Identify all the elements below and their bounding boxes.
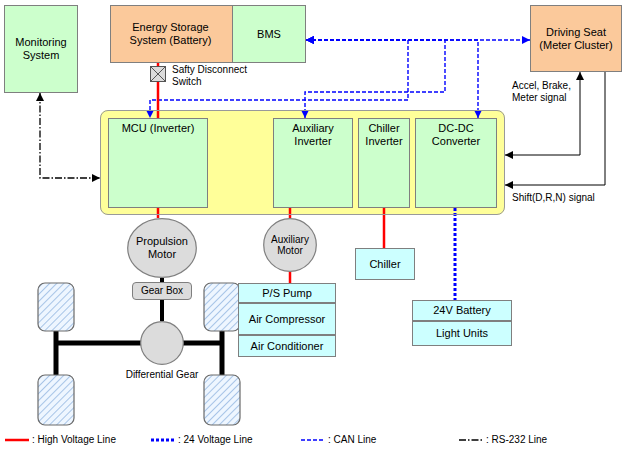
- node-label: Air Compressor: [249, 313, 325, 326]
- can-line: [306, 40, 478, 118]
- power-unit-frame: MCU (Inverter) Auxiliary Inverter Chiller …: [100, 110, 505, 215]
- signal-label: Accel, Brake, Meter signal: [512, 80, 572, 103]
- high-voltage-line: [157, 63, 160, 66]
- rs232-line: [40, 93, 100, 178]
- legend-line: [4, 435, 30, 445]
- node-label: DC-DC Converter: [419, 122, 493, 147]
- legend-text: : High Voltage Line: [32, 434, 116, 446]
- node-label: MCU (Inverter): [122, 122, 195, 135]
- light-box: Light Units: [412, 321, 512, 346]
- converter-box: DC-DC Converter: [415, 118, 497, 208]
- legend-item: : 24 Voltage Line: [150, 434, 253, 446]
- low-voltage-line: [454, 208, 457, 300]
- node-label: BMS: [257, 28, 281, 41]
- node-label: Differential Gear: [122, 369, 202, 381]
- gear-circle: Differential Gear: [140, 321, 184, 365]
- high-voltage-line: [383, 208, 386, 248]
- driver-box: Driving Seat (Meter Cluster): [530, 5, 622, 72]
- signal-line: [505, 72, 605, 185]
- battery-box: Energy Storage System (Battery) BMS: [110, 5, 306, 63]
- node-label: 24V Battery: [433, 304, 490, 317]
- node-label: Air Conditioner: [251, 340, 324, 353]
- high-voltage-line: [289, 272, 292, 283]
- monitor-box: Monitoring System: [4, 5, 78, 93]
- node-label: P/S Pump: [262, 287, 312, 300]
- chiller-box: Chiller: [355, 248, 415, 280]
- legend-item: : CAN Line: [300, 434, 376, 446]
- inverter-box: Chiller Inverter: [358, 118, 410, 208]
- legend-text: : CAN Line: [328, 434, 376, 446]
- node-label: Energy Storage System (Battery): [114, 21, 227, 46]
- legend-line: [150, 435, 176, 445]
- legend-item: : RS-232 Line: [458, 434, 547, 446]
- node-label: Chiller: [369, 258, 400, 271]
- switch-symbol: Safty Disconnect Switch: [150, 66, 166, 82]
- node-label: Propulsion Motor: [127, 235, 197, 260]
- load-box: Air Compressor: [238, 303, 336, 335]
- motor-ellipse: Propulsion Motor: [127, 218, 197, 278]
- high-voltage-line: [157, 82, 160, 118]
- battery-24v-box: 24V Battery: [412, 300, 512, 321]
- node-label: Driving Seat (Meter Cluster): [534, 26, 618, 51]
- node-label: Monitoring System: [8, 36, 74, 61]
- frame-fill: [100, 110, 505, 215]
- shaft-line: [160, 300, 164, 321]
- shape-outline: [141, 322, 184, 365]
- legend-text: : RS-232 Line: [486, 434, 547, 446]
- inverter-box: Auxiliary Inverter: [273, 118, 353, 208]
- high-voltage-line: [289, 208, 292, 218]
- legend-item: : High Voltage Line: [4, 434, 116, 446]
- node-label: Chiller Inverter: [362, 122, 406, 147]
- axle: [56, 331, 222, 375]
- node-label: Light Units: [436, 327, 488, 340]
- node-label: Gear Box: [141, 285, 183, 297]
- motor-circle: Auxiliary Motor: [263, 218, 317, 272]
- legend-line: [458, 435, 484, 445]
- legend-text: : 24 Voltage Line: [178, 434, 253, 446]
- load-box: Air Conditioner: [238, 335, 336, 357]
- node-label: Safty Disconnect Switch: [172, 64, 254, 87]
- node-label: Auxiliary Motor: [263, 234, 317, 257]
- bms-box: BMS: [232, 5, 306, 63]
- shape-outline: [140, 321, 184, 365]
- node-label: Auxiliary Inverter: [277, 122, 349, 147]
- gearbox-box: Gear Box: [132, 282, 192, 300]
- signal-line: [505, 72, 580, 155]
- inverter-box: MCU (Inverter): [108, 118, 208, 208]
- wheel: [38, 283, 240, 425]
- signal-label: Shift(D,R,N) signal: [512, 192, 616, 204]
- can-line: [305, 40, 445, 118]
- legend-line: [300, 435, 326, 445]
- shape-outline: [264, 219, 317, 272]
- high-voltage-line: [157, 208, 160, 218]
- load-box: P/S Pump: [238, 283, 336, 303]
- shape-outline: [128, 219, 197, 278]
- switch-outline: [150, 66, 166, 82]
